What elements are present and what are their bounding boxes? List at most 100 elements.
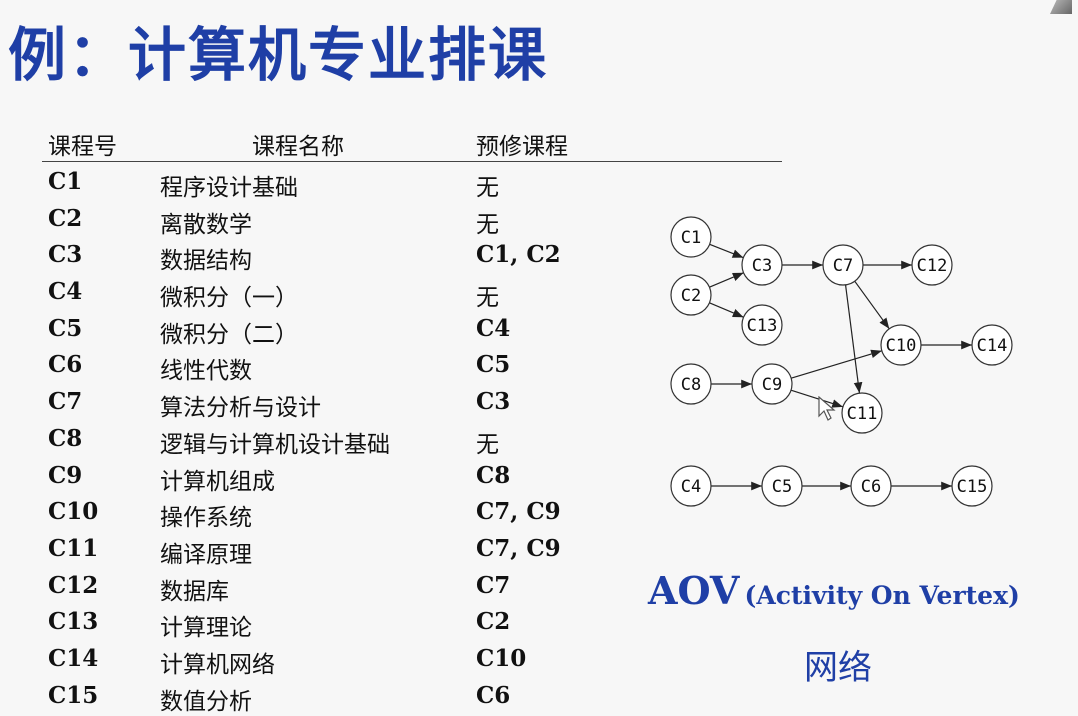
node-label: C4 [681,477,701,497]
course-code: C12 [48,571,99,599]
slide-title: 例：计算机专业排课 [8,21,549,89]
node-circle [951,465,993,507]
edge-c1-c3 [709,243,744,259]
edge-c7-c10 [854,280,890,330]
table-row: C5 微积分（二） C4 [42,309,782,348]
node-circle [741,304,783,346]
node-circle [971,324,1013,366]
course-prereq: C3 [476,388,511,416]
aov-expansion: (Activity On Vertex) [744,581,1020,610]
course-name: 数值分析 [160,688,252,715]
course-code: C8 [48,424,83,452]
course-code: C13 [48,608,99,636]
aov-caption: AOV (Activity On Vertex) [648,568,1020,613]
node-label: C9 [762,375,782,395]
node-circle [751,363,793,405]
course-code: C9 [48,461,83,489]
node-label: C11 [847,404,878,424]
node-c4: C4 [670,465,712,507]
course-code: C5 [48,314,83,342]
node-circle [741,244,783,286]
header-prerequisites: 预修课程 [476,134,568,160]
course-code: C6 [48,351,83,379]
course-prereq: 无 [476,175,499,201]
course-prereq: C7, C9 [476,534,561,562]
node-label: C6 [861,477,881,497]
node-c10: C10 [880,324,922,366]
course-name: 微积分（二） [160,321,298,348]
edge-c9-c11 [790,389,844,408]
node-label: C5 [772,477,792,497]
course-code: C10 [48,498,99,526]
edge-c7-c11 [844,284,863,394]
node-label: C15 [957,477,988,497]
course-code: C11 [48,534,99,562]
node-circle [670,216,712,258]
node-label: C13 [747,316,778,336]
node-c15: C15 [951,465,993,507]
course-prereq: C1, C2 [476,241,561,269]
node-label: C7 [833,256,853,276]
mouse-cursor-icon [818,396,836,421]
corner-decoration [1050,0,1072,14]
table-row: C15 数值分析 C6 [42,676,782,715]
node-c8: C8 [670,363,712,405]
header-course-code: 课程号 [48,134,117,160]
node-c11: C11 [841,392,883,434]
course-name: 计算理论 [160,615,252,642]
node-c14: C14 [971,324,1013,366]
edge-c2-c13 [709,302,744,318]
node-label: C1 [681,228,701,248]
course-name: 计算机组成 [160,468,275,495]
course-name: 逻辑与计算机设计基础 [160,431,390,458]
network-label: 网络 [804,648,872,688]
table-row: C11 编译原理 C7, C9 [42,529,782,568]
table-row: C3 数据结构 C1, C2 [42,235,782,275]
header-course-name: 课程名称 [252,134,344,160]
node-circle [850,465,892,507]
course-code: C1 [48,168,83,195]
course-name: 程序设计基础 [160,175,298,201]
course-prereq: C6 [476,681,511,709]
edge-c2-c3 [709,272,744,288]
node-c7: C7 [822,244,864,286]
node-c1: C1 [670,216,712,258]
course-name: 编译原理 [160,541,252,568]
course-name: 微积分（一） [160,285,298,312]
node-circle [670,363,712,405]
course-name: 线性代数 [160,358,252,385]
node-label: C10 [886,336,917,356]
course-name: 数据结构 [160,248,252,275]
node-label: C8 [681,375,701,395]
table-row: C9 计算机组成 C8 [42,456,782,495]
course-prereq: C10 [476,644,527,672]
course-name: 计算机网络 [160,651,275,678]
course-prereq: C8 [476,461,511,489]
course-code: C15 [48,681,99,709]
course-prereq: C7, C9 [476,498,561,526]
course-code: C14 [48,644,99,672]
node-c13: C13 [741,304,783,346]
course-prereq: C5 [476,351,511,379]
course-prereq: C4 [476,314,511,342]
edge-c9-c10 [790,349,883,379]
node-circle [841,392,883,434]
course-prereq: 无 [476,431,499,458]
node-label: C3 [752,256,772,276]
table-header: 课程号 课程名称 预修课程 [42,125,782,162]
course-name: 离散数学 [160,211,252,238]
node-circle [880,324,922,366]
course-name: 操作系统 [160,505,252,532]
node-c5: C5 [761,465,803,507]
course-code: C4 [48,278,83,306]
table-row: C1 程序设计基础 无 [42,162,782,201]
table-row: C10 操作系统 C7, C9 [42,492,782,532]
node-label: C12 [917,256,948,276]
table-row: C8 逻辑与计算机设计基础 无 [42,419,782,458]
course-name: 算法分析与设计 [160,395,321,422]
course-prereq: 无 [476,285,499,312]
